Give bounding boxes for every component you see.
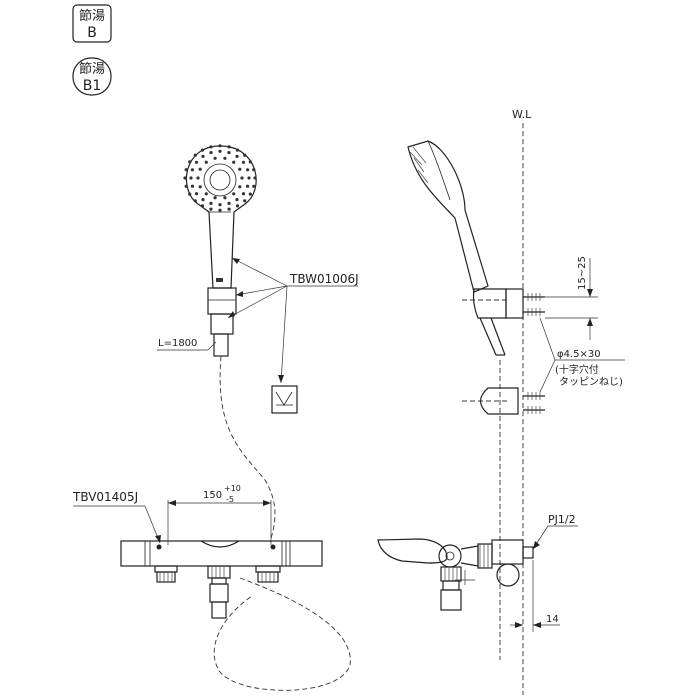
wall-line-label: W.L — [512, 108, 532, 121]
screw-spec-label: φ4.5×30 — [557, 349, 601, 360]
tbv01405j-label: TBV01405J — [72, 490, 138, 504]
spray-dot — [227, 151, 231, 155]
spray-dot — [209, 151, 213, 155]
spray-dot — [198, 185, 202, 189]
spray-dot — [252, 168, 256, 172]
pipe-thread-leader — [532, 525, 578, 550]
spray-dot — [223, 156, 227, 160]
spray-dot — [196, 176, 200, 180]
spray-dot — [248, 192, 252, 196]
pipe-thread-label: PJ1/2 — [548, 513, 576, 526]
tbv01405j-leader — [73, 505, 161, 544]
pitch-tolerance-plus: +10 — [224, 484, 241, 493]
mixing-valve-side-view — [377, 538, 534, 611]
screw-note-line-2: タッピンねじ) — [559, 376, 623, 388]
spray-dot — [227, 201, 231, 205]
projection-dimension — [510, 560, 560, 632]
spray-dot — [218, 149, 222, 153]
spray-dot — [198, 167, 202, 171]
lower-bracket-side-view — [479, 387, 545, 415]
badge-b1-bottom-text: B1 — [83, 78, 102, 94]
shower-hose-path — [213, 355, 351, 691]
projection-label: 14 — [546, 614, 559, 625]
spray-dot — [235, 204, 240, 208]
spray-dot — [218, 144, 222, 148]
spray-dot — [184, 184, 188, 188]
tbw01006j-leaders — [227, 257, 358, 384]
spray-dot — [235, 198, 239, 202]
spray-dot — [243, 199, 247, 203]
spray-dot — [218, 208, 222, 212]
spray-dot — [189, 176, 193, 180]
setsuyu-b-badge: 節湯 B — [72, 4, 112, 43]
spray-dot — [246, 184, 250, 188]
tbw01006j-label: TBW01006J — [289, 272, 359, 286]
spray-dot — [235, 148, 240, 152]
spray-dot — [194, 192, 199, 196]
spray-dot — [200, 204, 205, 208]
spray-dot — [247, 176, 251, 180]
spray-dot — [209, 201, 213, 205]
upper-screws — [523, 293, 545, 316]
mixing-valve-front — [120, 540, 323, 567]
spray-dot — [184, 168, 188, 172]
spray-dot — [201, 154, 205, 158]
bracket-depth-label: 15~25 — [577, 256, 588, 290]
center-outlet-fitting — [207, 565, 231, 619]
badge-b-top-text: 節湯 — [79, 9, 105, 24]
spray-dot — [218, 203, 222, 207]
shower-head-side-view — [407, 140, 489, 293]
spray-dot — [232, 160, 236, 164]
right-handle-knob — [255, 565, 281, 583]
hose-length-label: L=1800 — [158, 338, 197, 349]
spray-dot — [252, 184, 256, 188]
spray-dot — [190, 184, 194, 188]
spray-dot — [241, 192, 246, 196]
screw-spec-leader — [539, 317, 625, 393]
spray-dot — [200, 148, 205, 152]
pitch-tolerance-minus: -5 — [226, 495, 234, 504]
spray-dot — [204, 192, 208, 196]
spare-holder-part — [271, 385, 298, 414]
spray-dot — [193, 153, 197, 157]
spray-nozzle-dots — [183, 144, 257, 212]
spray-dot — [201, 198, 205, 202]
spray-dot — [253, 176, 257, 180]
spray-dot — [235, 154, 239, 158]
pitch-dimension — [167, 500, 272, 545]
spray-dot — [188, 160, 192, 164]
spray-dot — [248, 160, 252, 164]
spray-dot — [213, 156, 217, 160]
shower-head-front-view — [183, 144, 257, 289]
spray-dot — [240, 176, 244, 180]
spray-dot — [243, 153, 247, 157]
left-handle-knob — [154, 565, 178, 583]
screw-note-line-1: (十字穴付 — [555, 363, 599, 376]
spray-dot — [238, 167, 242, 171]
spray-dot — [213, 196, 217, 200]
setsuyu-b1-badge: 節湯 B1 — [72, 57, 112, 96]
spray-dot — [188, 192, 192, 196]
pitch-value-label: 150 — [203, 490, 222, 501]
spray-dot — [204, 160, 208, 164]
badge-b1-top-text: 節湯 — [79, 62, 105, 77]
spray-dot — [193, 199, 197, 203]
spray-dot — [238, 185, 242, 189]
spray-dot — [209, 145, 213, 149]
holder-side-view — [472, 288, 524, 356]
spray-dot — [232, 192, 236, 196]
badge-b-bottom-text: B — [87, 25, 97, 41]
bracket-depth-dimension — [545, 258, 598, 340]
spray-dot — [227, 207, 231, 211]
spray-dot — [223, 196, 227, 200]
spray-dot — [209, 207, 213, 211]
spray-dot — [190, 168, 194, 172]
spray-dot — [241, 160, 246, 164]
spray-dot — [246, 168, 250, 172]
spray-dot — [194, 160, 199, 164]
hose-length-leader — [157, 341, 217, 351]
spray-dot — [183, 176, 187, 180]
spray-dot — [227, 145, 231, 149]
